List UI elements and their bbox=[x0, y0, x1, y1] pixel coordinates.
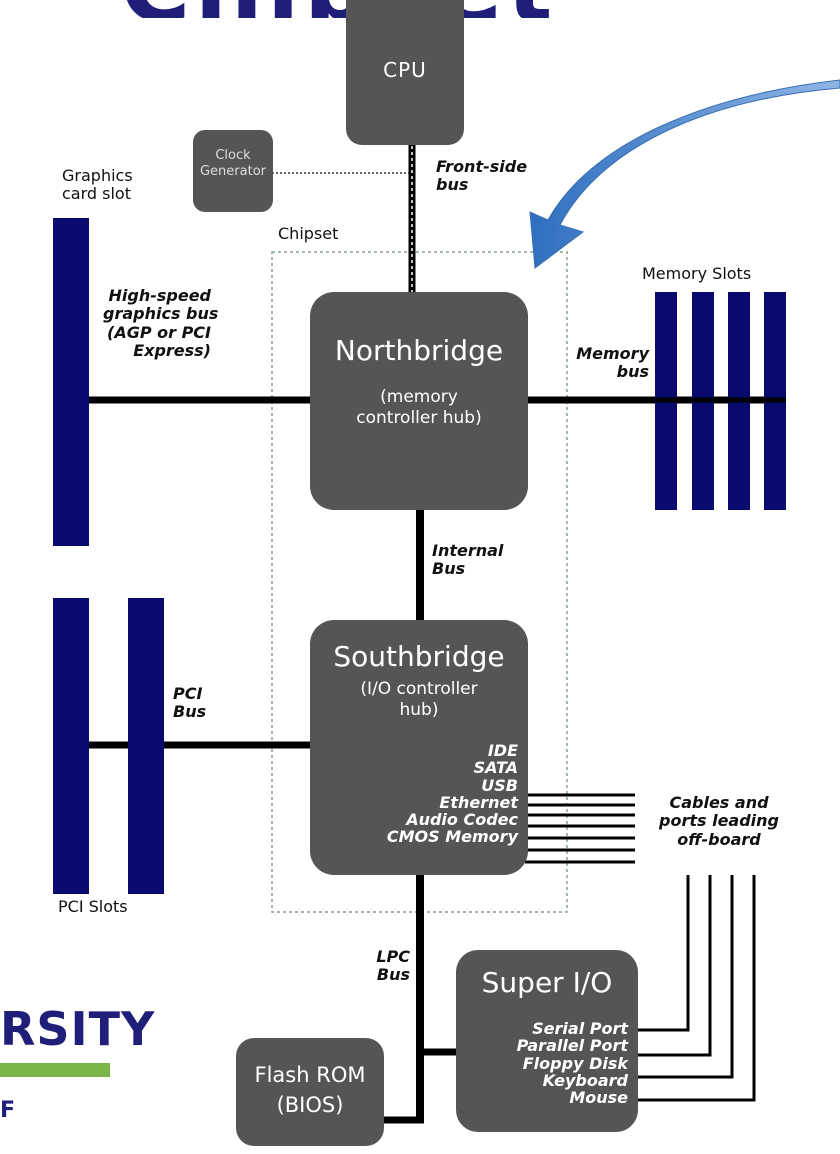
northbridge-box: Northbridge (memory controller hub) bbox=[310, 292, 528, 510]
memory-slots-label: Memory Slots bbox=[642, 264, 752, 283]
southbridge-title: Southbridge bbox=[333, 640, 505, 673]
chipset-border bbox=[271, 251, 568, 913]
flash-rom-label-2: (BIOS) bbox=[276, 1093, 344, 1118]
southbridge-box: Southbridge (I/O controller hub) IDE SAT… bbox=[310, 620, 528, 875]
logo-subtext: F bbox=[0, 1098, 16, 1123]
flash-rom-box: Flash ROM (BIOS) bbox=[236, 1038, 384, 1146]
offboard-cables bbox=[525, 793, 635, 864]
pointer-arrow-icon bbox=[529, 79, 840, 269]
pci-slot-1 bbox=[53, 598, 89, 894]
logo-text: RSITY bbox=[0, 1002, 156, 1056]
logo-bar bbox=[0, 1063, 110, 1077]
superio-cables bbox=[635, 875, 756, 1102]
clock-label-1: Clock bbox=[215, 148, 251, 163]
southbridge-sub-1: (I/O controller bbox=[360, 678, 478, 699]
superio-ports: Serial Port Parallel Port Floppy Disk Ke… bbox=[516, 1019, 628, 1108]
northbridge-sub-2: controller hub) bbox=[356, 408, 482, 429]
pci-bus-label: PCI Bus bbox=[173, 684, 207, 722]
interface-ethernet: Ethernet bbox=[439, 792, 518, 812]
northbridge-sub-1: (memory bbox=[380, 386, 458, 407]
lpc-bus-label: LPC Bus bbox=[376, 947, 410, 985]
pci-slots-label: PCI Slots bbox=[58, 897, 128, 916]
graphics-card-slot bbox=[53, 218, 89, 546]
clock-label-2: Generator bbox=[199, 164, 266, 180]
flash-rom-label-1: Flash ROM bbox=[254, 1063, 366, 1087]
superio-title: Super I/O bbox=[481, 966, 613, 999]
superio-box: Super I/O Serial Port Parallel Port Flop… bbox=[456, 950, 638, 1132]
port-keyboard: Keyboard bbox=[542, 1070, 628, 1090]
graphics-slot-label: Graphics card slot bbox=[62, 166, 133, 204]
southbridge-sub-2: hub) bbox=[399, 700, 439, 721]
port-floppy: Floppy Disk bbox=[522, 1053, 628, 1073]
cpu-box: CPU bbox=[346, 0, 464, 145]
chipset-label: Chipset bbox=[278, 224, 339, 243]
port-parallel: Parallel Port bbox=[516, 1036, 628, 1056]
front-side-bus-label: Front-side bus bbox=[436, 157, 528, 195]
port-mouse: Mouse bbox=[569, 1088, 628, 1108]
offboard-label: Cables and ports leading off-board bbox=[659, 793, 779, 849]
clock-generator-box: Clock Generator bbox=[193, 130, 273, 212]
interface-cmos-memory: CMOS Memory bbox=[386, 827, 518, 847]
graphics-bus-label: High-speed graphics bus (AGP or PCI Expr… bbox=[103, 286, 219, 361]
interface-ide: IDE bbox=[487, 741, 518, 760]
memory-bus-label: Memory bus bbox=[576, 344, 649, 382]
interface-usb: USB bbox=[481, 775, 518, 795]
interface-sata: SATA bbox=[473, 758, 518, 778]
port-serial: Serial Port bbox=[532, 1019, 628, 1038]
pci-slot-2 bbox=[128, 598, 164, 894]
southbridge-interfaces: IDE SATA USB Ethernet Audio Codec CMOS M… bbox=[387, 742, 518, 846]
interface-audio-codec: Audio Codec bbox=[406, 810, 518, 830]
internal-bus-label: Internal Bus bbox=[432, 541, 504, 579]
northbridge-title: Northbridge bbox=[334, 334, 504, 367]
cpu-label: CPU bbox=[383, 58, 427, 82]
